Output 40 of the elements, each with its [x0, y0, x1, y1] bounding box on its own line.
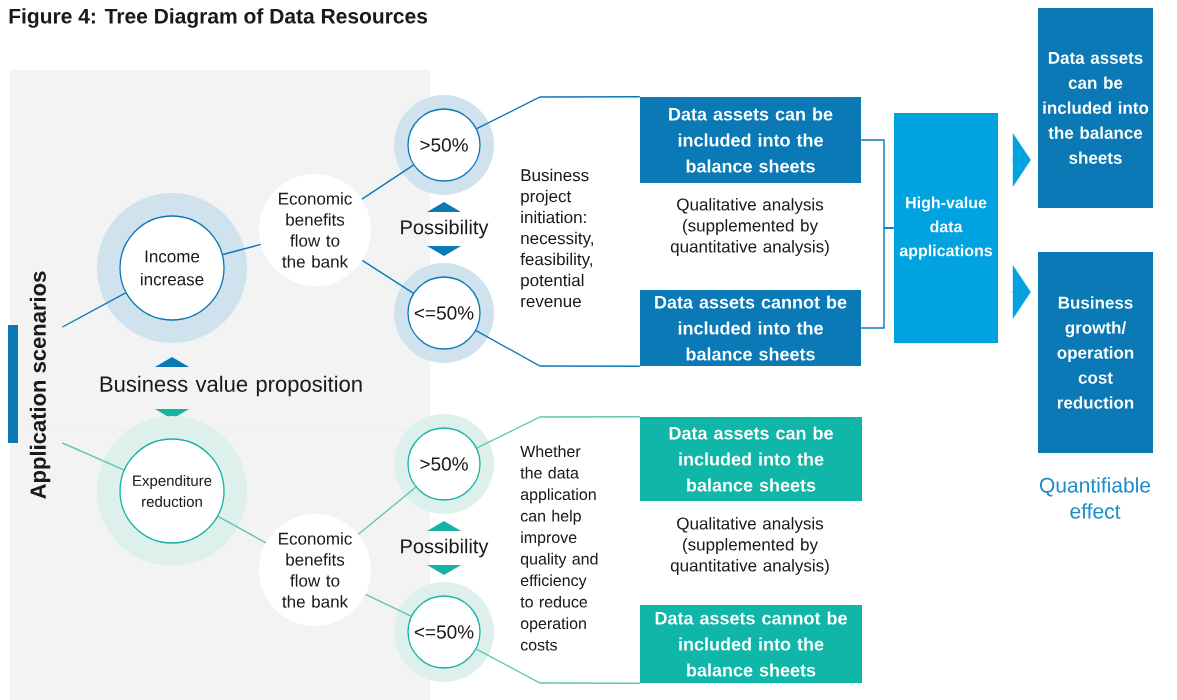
circle-node: >50%	[394, 95, 494, 195]
circle-node: <=50%	[394, 582, 494, 682]
text-box: Data assets can be included into the balance sheets	[1038, 8, 1153, 208]
text-node: Economic benefits flow to the bank	[259, 174, 371, 286]
effect-label: Quantifiable effect	[1039, 477, 1151, 519]
connector-line	[361, 259, 414, 294]
connector-line	[217, 515, 267, 544]
proposition-label: Business value proposition	[100, 375, 362, 397]
connector-line	[476, 96, 641, 130]
connector-line	[61, 292, 127, 328]
text-box: Data assets can be included into the balance sheets	[640, 417, 862, 501]
text-box: Business growth/ operation cost reduction	[1038, 252, 1153, 453]
connector-line	[222, 243, 262, 256]
connector-line	[860, 227, 895, 329]
text-box: Data assets cannot be included into the balance sheets	[640, 290, 861, 366]
possibility-label: Possibility	[401, 538, 489, 558]
description-text: Business project initiation: necessity, feasibility, potential revenue	[520, 168, 593, 308]
analysis-text: Qualitative analysis (supplemented by quantitative analysis)	[670, 517, 829, 575]
text-box: Data assets can be included into the balance sheets	[640, 97, 861, 183]
connector-line	[61, 442, 125, 471]
connector-line	[361, 164, 415, 200]
circle-node: Income increase	[97, 193, 247, 343]
axis-title: Application scenarios	[29, 271, 51, 499]
connector-line	[475, 648, 641, 684]
analysis-text: Qualitative analysis (supplemented by quantitative analysis)	[670, 198, 829, 256]
connector-line	[364, 593, 412, 617]
figure-title: Figure 4: Tree Diagram of Data Resources	[9, 8, 428, 28]
text-node: Economic benefits flow to the bank	[259, 514, 371, 626]
possibility-label: Possibility	[401, 219, 489, 239]
chevron-arrow	[1010, 265, 1031, 319]
circle-node: Expenditure reduction	[97, 416, 247, 566]
text-box: High-value data applications	[894, 113, 998, 343]
circle-node: <=50%	[394, 263, 494, 363]
connector-line	[476, 416, 641, 449]
description-text: Whether the data application can help improve quality and efficiency to reduce operation costs	[520, 445, 598, 651]
text-box: Data assets cannot be included into the balance sheets	[640, 605, 862, 683]
connector-line	[357, 486, 417, 536]
connector-line	[475, 330, 641, 367]
circle-node: >50%	[394, 414, 494, 514]
chevron-arrow	[1010, 133, 1031, 187]
